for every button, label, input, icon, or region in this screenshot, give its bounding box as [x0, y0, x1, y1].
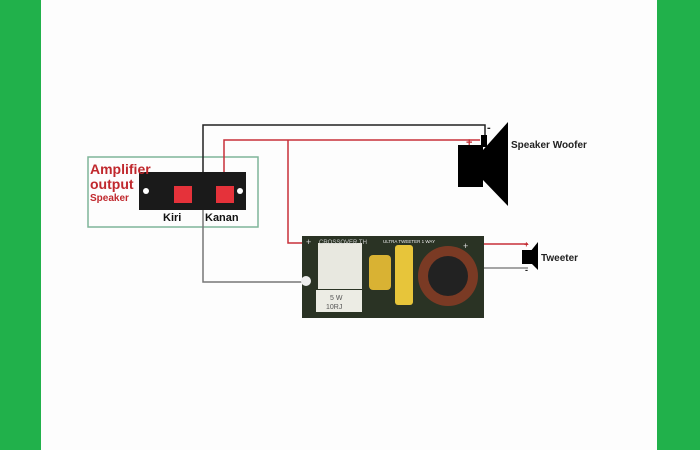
- resistor-value: 10RJ: [326, 304, 342, 311]
- black-wire-woofer: [202, 124, 486, 198]
- crossover-subtitle: ULTRA TWEETER 1 WAY: [383, 239, 435, 244]
- woofer-icon: [458, 122, 508, 206]
- woofer-plus: +: [466, 137, 472, 149]
- crossover-title: CROSSOVER TH: [319, 240, 367, 246]
- red-wire-woofer: [223, 139, 480, 180]
- amplifier-output: output: [90, 176, 134, 192]
- left-green-bar: [0, 0, 41, 450]
- resistor-watt: 5 W: [330, 295, 343, 302]
- label-speaker-woofer: Speaker Woofer: [511, 140, 587, 151]
- terminal-kanan[interactable]: [216, 186, 234, 203]
- wire-crossover-minus: [202, 198, 305, 283]
- amplifier-speaker: Speaker: [90, 193, 129, 204]
- crossover-plus-out: +: [463, 241, 468, 251]
- terminal-kiri[interactable]: [174, 186, 192, 203]
- label-kanan: Kanan: [205, 212, 239, 224]
- crossover-plus-in: +: [306, 237, 311, 247]
- tweeter-minus: -: [525, 265, 528, 275]
- tweeter-icon: [522, 242, 538, 270]
- amplifier-outline: [87, 156, 259, 228]
- woofer-minus: -: [487, 122, 491, 134]
- crossover-pcb: [301, 236, 484, 318]
- amplifier-title: Amplifier: [90, 161, 151, 177]
- right-green-bar: [657, 0, 700, 450]
- tweeter-plus: +: [524, 240, 529, 249]
- label-tweeter: Tweeter: [541, 253, 578, 264]
- speaker-terminal-block: [139, 172, 246, 210]
- red-wire-crossover: [287, 140, 305, 244]
- label-kiri: Kiri: [163, 212, 181, 224]
